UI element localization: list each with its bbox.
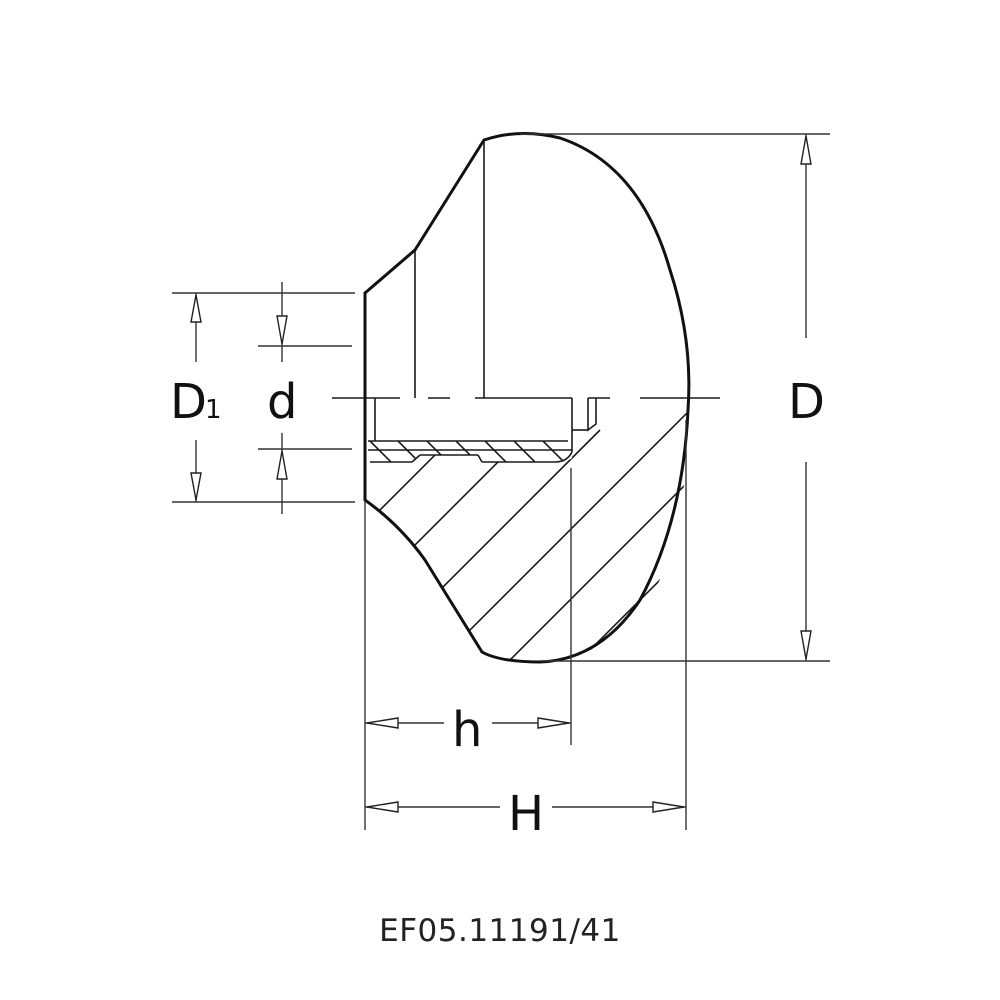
dimension-label-D1: D: [170, 374, 207, 430]
thread-insert-hatching: [369, 441, 566, 462]
dimension-h: h: [365, 702, 571, 758]
dimension-D1: D 1: [170, 293, 222, 502]
dimension-subscript-1: 1: [205, 395, 222, 425]
extension-lines: [172, 133, 830, 830]
knob-outline: [363, 131, 691, 664]
dimension-H: H: [365, 786, 686, 842]
dimension-label-d: d: [267, 374, 297, 430]
dimension-label-H: H: [508, 786, 544, 842]
dimension-label-D: D: [788, 374, 825, 430]
bore-lines: [368, 140, 597, 463]
drawing-code-caption: EF05.11191/41: [379, 913, 621, 949]
dimension-d: d: [267, 282, 297, 514]
dimension-D: D: [788, 134, 825, 661]
dimension-label-h: h: [452, 702, 482, 758]
